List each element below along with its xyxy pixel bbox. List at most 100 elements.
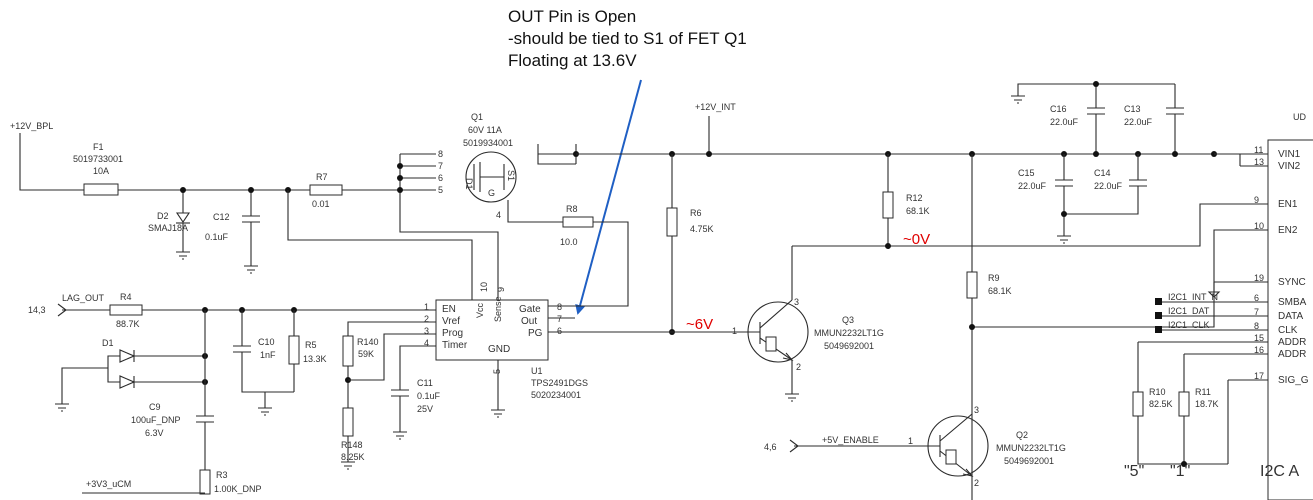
ud-pin-number: 17 <box>1254 371 1264 381</box>
input-section: +12V_BPL F1 5019733001 10A D2 SMAJ18A C1… <box>10 121 473 300</box>
r6-ref: R6 <box>690 208 702 218</box>
u1-pin-vcc: Vcc <box>475 302 485 318</box>
r4-value: 88.7K <box>116 319 140 329</box>
i2c-net-clk: I2C1_CLK <box>1168 320 1210 330</box>
u1-pin-en: EN <box>442 304 456 315</box>
q3-number: 5049692001 <box>824 341 874 351</box>
r140-value: 59K <box>358 349 374 359</box>
u1-pin-gate: Gate <box>519 304 541 315</box>
resistor-r10 <box>1132 391 1144 417</box>
resistor-r5 <box>288 335 300 365</box>
resistor-r140 <box>342 335 354 367</box>
u1-ref: U1 <box>531 366 543 376</box>
ud-pin-name: CLK <box>1278 325 1298 336</box>
c11-voltage: 25V <box>417 404 433 414</box>
ud-pin-number: 6 <box>1254 293 1259 303</box>
resistor-r12 <box>882 191 894 219</box>
q1-ref: Q1 <box>471 112 483 122</box>
device-ud: UD I2C1_INT_N I2C1_DAT I2C1_CLK R10 82.5… <box>1124 112 1313 500</box>
r10-ref: R10 <box>1149 387 1166 397</box>
u1-pinnum-2: 2 <box>424 314 429 324</box>
net-12v-int: +12V_INT <box>695 102 736 112</box>
r9-ref: R9 <box>988 273 1000 283</box>
q3-bias-resistor <box>765 336 777 352</box>
u1-pinnum-4: 4 <box>424 338 429 348</box>
q1-part: 5019934001 <box>463 138 513 148</box>
enable-network: 14,3 LAG_OUT R4 88.7K D1 C9 100uF_DNP 6.… <box>28 292 441 495</box>
d1-ref: D1 <box>102 338 114 348</box>
resistor-r4 <box>109 304 143 316</box>
net-lag-out-pins: 14,3 <box>28 305 46 315</box>
ud-pin-number: 9 <box>1254 195 1259 205</box>
q3-body <box>747 301 809 363</box>
r8-value: 10.0 <box>560 237 578 247</box>
u1-pin-gnd: GND <box>488 344 510 355</box>
u1-pin-pg: PG <box>528 328 543 339</box>
ud-pin-name: SMBA <box>1278 297 1307 308</box>
i2c-net-int: I2C1_INT_N <box>1168 292 1218 302</box>
resistor-r8-group: R8 10.0 <box>560 204 629 307</box>
annotation-arrow <box>575 79 642 315</box>
u1-pinnum-6: 6 <box>557 326 562 336</box>
r4-ref: R4 <box>120 292 132 302</box>
fuse-f1 <box>83 183 119 196</box>
q1-pin-d: D1 <box>464 178 474 190</box>
net-5v-enable-pins: 4,6 <box>764 442 777 452</box>
mosfet-q1: 8 7 6 5 D1 G S1 Q1 60V 11A 5019934001 4 <box>397 112 579 300</box>
q2-pin3: 3 <box>974 405 979 415</box>
ud-pin-number: 19 <box>1254 273 1264 283</box>
q1-body <box>465 151 517 203</box>
ud-pin-name: DATA <box>1278 311 1304 322</box>
q2-pin2: 2 <box>974 478 979 488</box>
u1-pin-prog: Prog <box>442 328 463 339</box>
c16-ref: C16 <box>1050 104 1067 114</box>
q3-pin1: 1 <box>732 326 737 336</box>
q1-pin-s: S1 <box>506 170 516 181</box>
ud-ref: UD <box>1293 112 1306 122</box>
f1-value: 10A <box>93 166 109 176</box>
resistor-r3 <box>199 469 211 495</box>
ud-pin-number: 10 <box>1254 221 1264 231</box>
annotation-line-2: -should be tied to S1 of FET Q1 <box>508 29 747 48</box>
resistor-r12-group: R12 68.1K ~0V <box>792 154 1240 249</box>
bulk-capacitors: C16 22.0uF C13 22.0uF C15 22.0uF C14 22.… <box>1011 81 1184 244</box>
ud-pin-name: ADDR <box>1278 349 1306 360</box>
q3-ref: Q3 <box>842 315 854 325</box>
u1-part: TPS2491DGS <box>531 378 588 388</box>
resistor-r148 <box>342 407 354 437</box>
c16-value: 22.0uF <box>1050 117 1079 127</box>
q3-part: MMUN2232LT1G <box>814 328 884 338</box>
ud-pin-name: VIN2 <box>1278 161 1301 172</box>
ud-pin-name: SIG_G <box>1278 375 1309 386</box>
i2c-clk-port <box>1155 326 1162 333</box>
q3-pin2: 2 <box>796 362 801 372</box>
c15-value: 22.0uF <box>1018 181 1047 191</box>
r5-value: 13.3K <box>303 354 327 364</box>
svg-text:5: 5 <box>438 185 443 195</box>
q1-value: 60V 11A <box>468 125 502 135</box>
u1-pin-out: Out <box>521 316 537 327</box>
u1-pin-vref: Vref <box>442 316 460 327</box>
q2-part: MMUN2232LT1G <box>996 443 1066 453</box>
transistor-q2: 4,6 +5V_ENABLE 1 2 3 Q2 MMUN2232LT1G 504… <box>764 405 1066 488</box>
addr-mark-5: "5" <box>1124 463 1144 480</box>
net-5v-enable: +5V_ENABLE <box>822 435 879 445</box>
ud-pin-number: 16 <box>1254 345 1264 355</box>
i2c-net-dat: I2C1_DAT <box>1168 306 1210 316</box>
f1-ref: F1 <box>93 142 104 152</box>
r7-value: 0.01 <box>312 199 330 209</box>
r8-ref: R8 <box>566 204 578 214</box>
ud-pin-name: EN1 <box>1278 199 1298 210</box>
u1-pin-timer: Timer <box>442 340 468 351</box>
ud-pin-number: 11 <box>1254 145 1263 155</box>
c12-ref: C12 <box>213 212 230 222</box>
u1-pinnum-8: 8 <box>557 302 562 312</box>
ud-pin-number: 15 <box>1254 333 1264 343</box>
svg-text:7: 7 <box>438 161 443 171</box>
c11-value: 0.1uF <box>417 391 441 401</box>
i2c-dat-port <box>1155 312 1162 319</box>
r6-value: 4.75K <box>690 224 714 234</box>
c14-ref: C14 <box>1094 168 1111 178</box>
